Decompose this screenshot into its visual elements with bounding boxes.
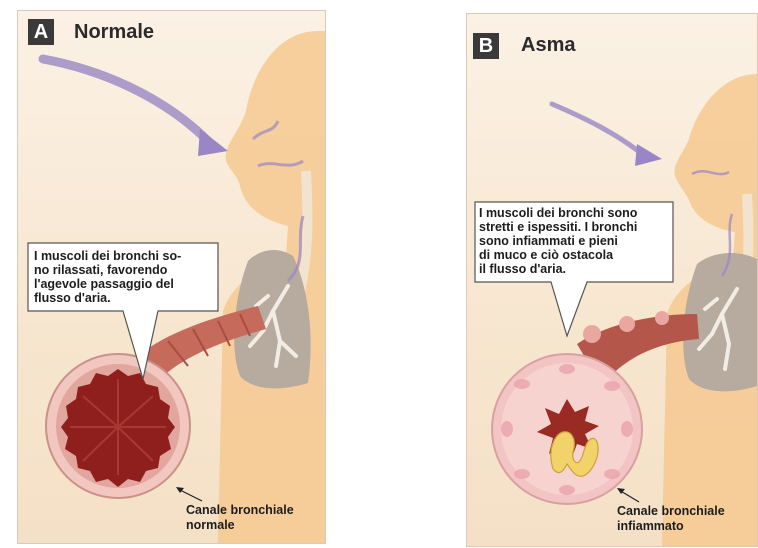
callout-line: stretti e ispessiti. I bronchi: [479, 220, 675, 234]
caption-line: infiammato: [617, 519, 725, 534]
panel-letter: B: [473, 33, 499, 59]
airflow-arrowhead: [635, 144, 662, 166]
panel-title: Normale: [74, 21, 154, 44]
callout-line: I muscoli dei bronchi sono: [479, 206, 675, 220]
callout-line: sono infiammati e pieni: [479, 234, 675, 248]
callout-line: no rilassati, favorendo: [34, 263, 216, 277]
caption-line: normale: [186, 518, 294, 533]
callout-line: flusso d'aria.: [34, 291, 216, 305]
airflow-arrow-main: [552, 104, 642, 154]
callout-line: l'agevole passaggio del: [34, 277, 216, 291]
panel-letter: A: [28, 19, 54, 45]
callout-text: I muscoli dei bronchi sono stretti e isp…: [479, 206, 675, 276]
asthma-illustration: [467, 14, 757, 546]
panel-normal: A Normale I muscoli dei bronchi so- no r…: [17, 10, 326, 544]
panel-title: Asma: [521, 34, 575, 57]
caption-line: Canale bronchiale: [617, 504, 725, 519]
caption-line: Canale bronchiale: [186, 503, 294, 518]
airflow-arrowhead: [198, 129, 228, 156]
panel-asthma: B Asma I muscoli dei bronchi sono strett…: [466, 13, 758, 547]
airflow-arrow-main: [43, 59, 208, 141]
callout-line: di muco e ciò ostacola: [479, 248, 675, 262]
caption-text: Canale bronchiale normale: [186, 503, 294, 533]
caption-text: Canale bronchiale infiammato: [617, 504, 725, 534]
callout-line: il flusso d'aria.: [479, 262, 675, 276]
callout-text: I muscoli dei bronchi so- no rilassati, …: [34, 249, 216, 305]
callout-line: I muscoli dei bronchi so-: [34, 249, 216, 263]
